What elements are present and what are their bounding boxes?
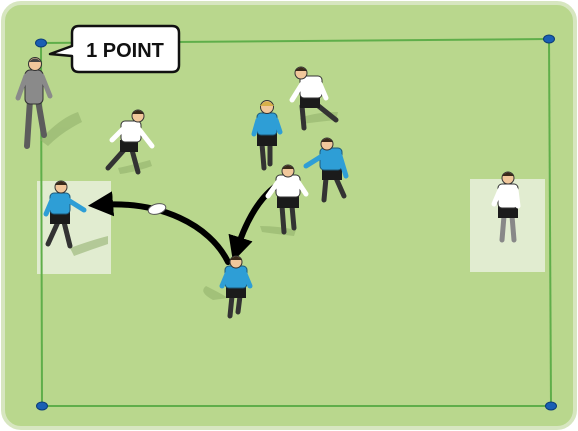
cone-top-left [36, 39, 47, 47]
cone-top-right [544, 35, 555, 43]
scoring-zone-left [37, 181, 111, 274]
cone-bottom-left [37, 402, 48, 410]
callout-text: 1 POINT [86, 40, 164, 62]
cone-bottom-right [546, 402, 557, 410]
